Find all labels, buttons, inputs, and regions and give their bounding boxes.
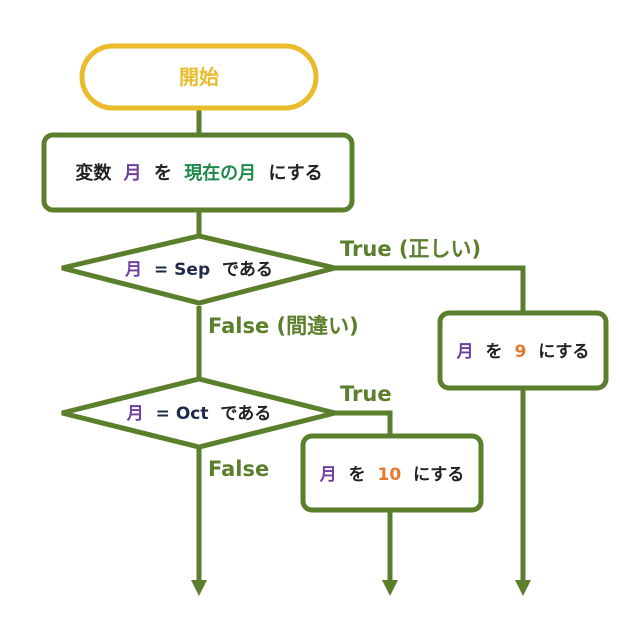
start-label: 開始 (179, 65, 219, 89)
set-month-9-text: 月 を 9 にする (456, 342, 590, 362)
edge-oct-true (335, 410, 393, 436)
set-month-10-box (300, 433, 484, 513)
decision-oct-var: 月 (126, 404, 144, 424)
decision-sep-diamond (61, 233, 336, 306)
set10-part: を (349, 465, 366, 485)
set10-suffix: にする (413, 465, 464, 485)
assign-var: 月 (123, 163, 142, 184)
decision-sep-op: = Sep (154, 260, 210, 280)
assign-value: 現在の月 (184, 162, 256, 184)
set9-value: 9 (514, 342, 526, 362)
assign-current-month-text: 変数 月 を 現在の月 にする (75, 162, 322, 184)
start-terminal (79, 43, 319, 111)
assign-part3: にする (268, 163, 322, 184)
set10-var: 月 (319, 465, 337, 485)
set9-suffix: にする (538, 342, 589, 362)
set-month-10-text: 月 を 10 にする (319, 465, 465, 485)
set9-part: を (486, 342, 503, 362)
arrowhead-left (191, 580, 207, 596)
label-oct-false: False (208, 457, 269, 481)
assign-current-month-box (41, 132, 355, 213)
set9-var: 月 (456, 342, 474, 362)
arrowhead-middle (382, 580, 398, 596)
decision-sep-var: 月 (124, 260, 142, 280)
connectors (196, 108, 526, 436)
decision-sep-suffix: である (222, 260, 273, 280)
decision-oct-suffix: である (220, 404, 271, 424)
set-month-9-box (437, 310, 609, 391)
label-sep-false: False (間違い) (208, 314, 359, 338)
label-sep-true: True (正しい) (340, 237, 481, 261)
set10-value: 10 (378, 465, 402, 485)
arrow-heads (191, 580, 531, 596)
assign-part2: を (154, 163, 172, 184)
decision-oct-diamond (61, 376, 336, 450)
assign-part1: 変数 (75, 162, 112, 184)
decision-sep-text: 月 = Sep である (124, 260, 273, 280)
exit-arrows (196, 388, 526, 583)
label-oct-true: True (340, 382, 392, 406)
arrowhead-right (515, 580, 531, 596)
decision-oct-op: = Oct (156, 404, 209, 424)
edge-sep-true (335, 265, 526, 313)
decision-oct-text: 月 = Oct である (126, 404, 272, 424)
